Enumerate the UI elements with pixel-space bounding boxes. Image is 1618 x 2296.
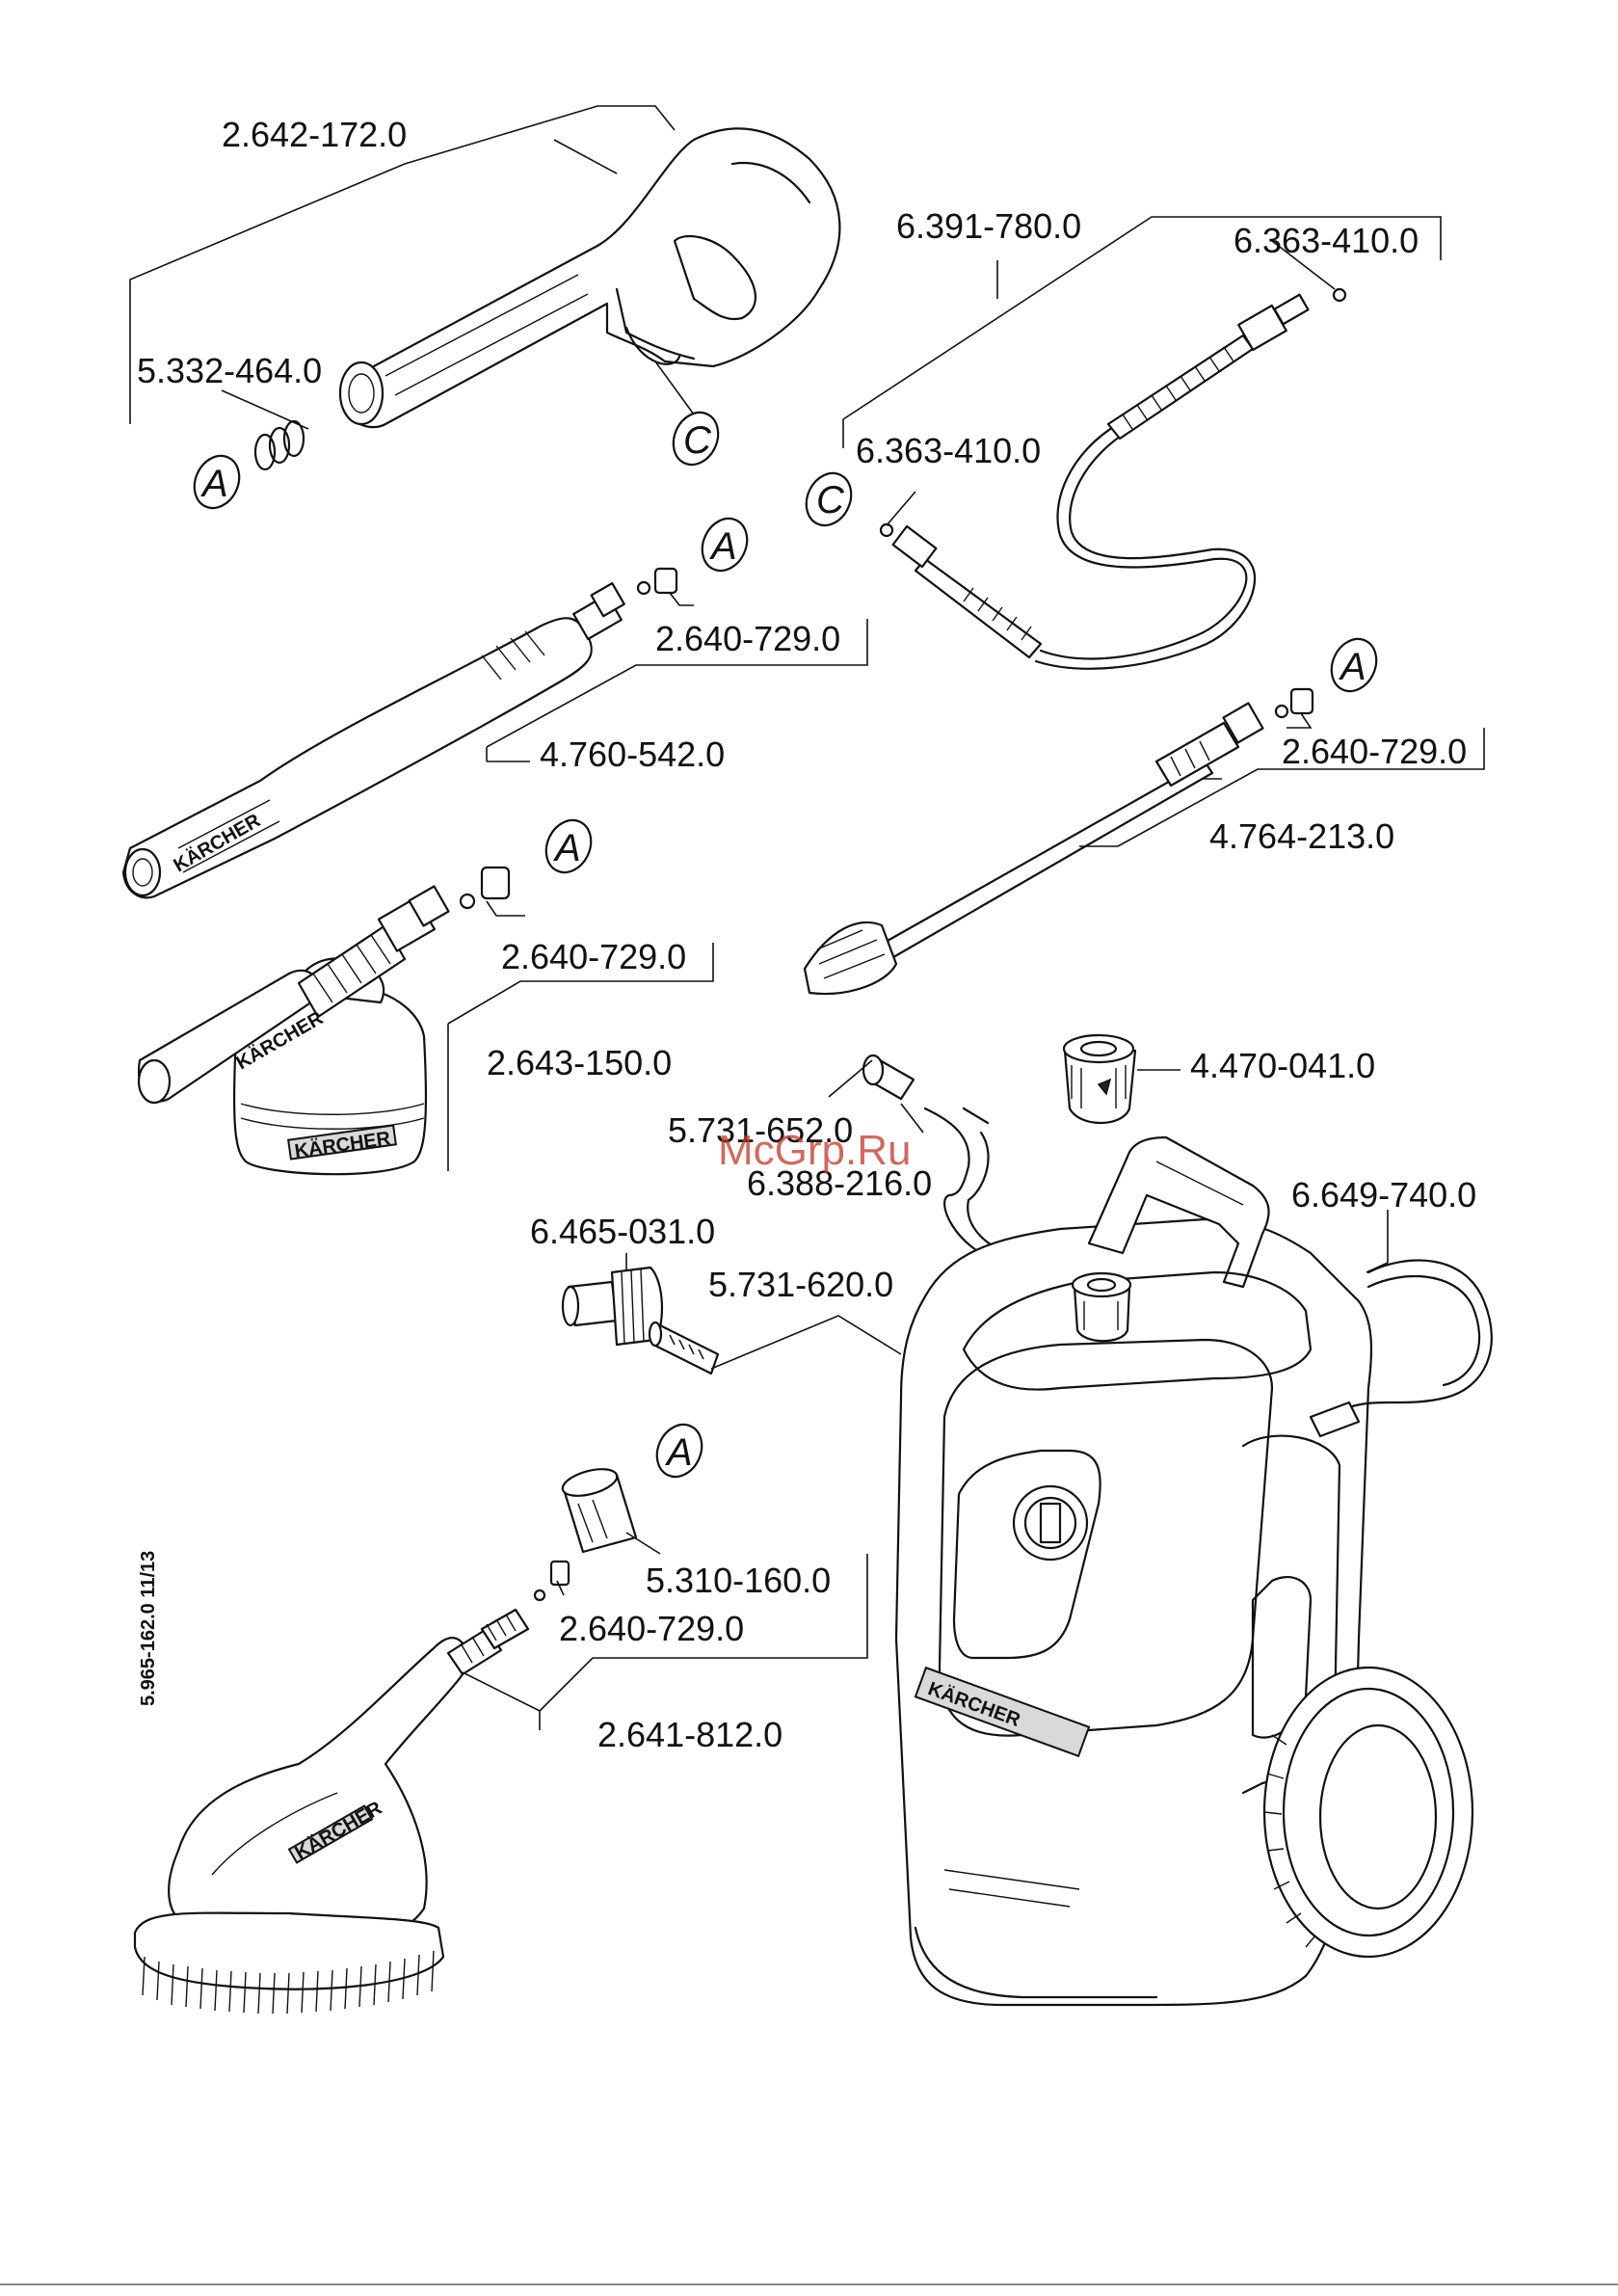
svg-text:C: C — [816, 479, 845, 521]
label-trigger-gun: 2.642-172.0 — [222, 115, 407, 154]
nozzle-seal-3 — [459, 866, 511, 910]
ref-mark-a-sleeve: A — [655, 1423, 703, 1479]
pressure-washer-unit: KÄRCHER — [894, 1135, 1493, 2007]
label-gun-seal-set: 5.332-464.0 — [137, 351, 322, 390]
label-adapter-sleeve: 5.310-160.0 — [646, 1561, 831, 1600]
foam-nozzle: KÄRCHER KÄRCHER — [137, 885, 450, 1176]
label-nozzle-seal-3: 2.640-729.0 — [501, 937, 686, 976]
label-foam-nozzle: 2.643-150.0 — [487, 1043, 672, 1082]
nozzle-seal-4 — [533, 1560, 570, 1602]
svg-text:A: A — [665, 1431, 693, 1474]
svg-text:A: A — [200, 463, 228, 505]
svg-text:A: A — [709, 525, 737, 568]
water-filter — [648, 1321, 720, 1375]
ref-mark-c-hose: C — [805, 471, 853, 527]
label-garden-hose-coupling: 6.465-031.0 — [530, 1212, 715, 1251]
label-nozzle-seal-1: 2.640-729.0 — [655, 619, 840, 658]
gun-seal-set — [253, 419, 305, 471]
nozzle-seal-2 — [1274, 687, 1314, 719]
label-hose-adapter-a: 5.731-652.0 — [668, 1110, 853, 1150]
ref-mark-a-blaster: A — [1330, 637, 1378, 693]
label-nozzle-seal-4: 2.640-729.0 — [559, 1609, 744, 1648]
label-o-ring-hose-start: 6.363-410.0 — [856, 431, 1041, 470]
watermark: McGrp.Ru — [718, 1127, 911, 1174]
svg-text:A: A — [553, 827, 581, 869]
adapter-sleeve — [561, 1468, 638, 1554]
dirt-blaster-lance — [803, 702, 1264, 995]
ref-mark-a-gun: A — [193, 454, 241, 510]
nozzle-seal-1 — [636, 567, 678, 596]
label-water-filter: 5.731-620.0 — [708, 1265, 893, 1304]
label-o-ring-hose-end: 6.363-410.0 — [1233, 221, 1419, 260]
label-nozzle-seal-2: 2.640-729.0 — [1282, 732, 1467, 771]
label-dirt-blaster: 4.764-213.0 — [1209, 816, 1394, 856]
ref-mark-a-lance: A — [701, 517, 749, 573]
label-quick-coupling: 4.470-041.0 — [1190, 1046, 1375, 1085]
quick-coupling — [1062, 1033, 1137, 1125]
label-power-cord: 6.649-740.0 — [1291, 1175, 1476, 1215]
label-wash-brush: 2.641-812.0 — [597, 1715, 782, 1754]
label-hose-adapter-b: 6.388-216.0 — [747, 1163, 932, 1203]
ref-mark-c-gun: C — [672, 411, 720, 467]
svg-text:A: A — [1339, 646, 1366, 688]
ref-mark-a-foam: A — [544, 818, 593, 874]
trigger-gun — [338, 127, 841, 429]
garden-hose-coupling — [561, 1266, 663, 1347]
label-vario-lance: 4.760-542.0 — [540, 734, 725, 774]
wash-brush: KÄRCHER — [133, 1608, 530, 2015]
document-code: 5.965-162.0 11/13 — [138, 1551, 159, 1706]
svg-text:C: C — [683, 419, 712, 462]
high-pressure-hose — [879, 287, 1347, 670]
label-hp-hose: 6.391-780.0 — [896, 206, 1081, 246]
